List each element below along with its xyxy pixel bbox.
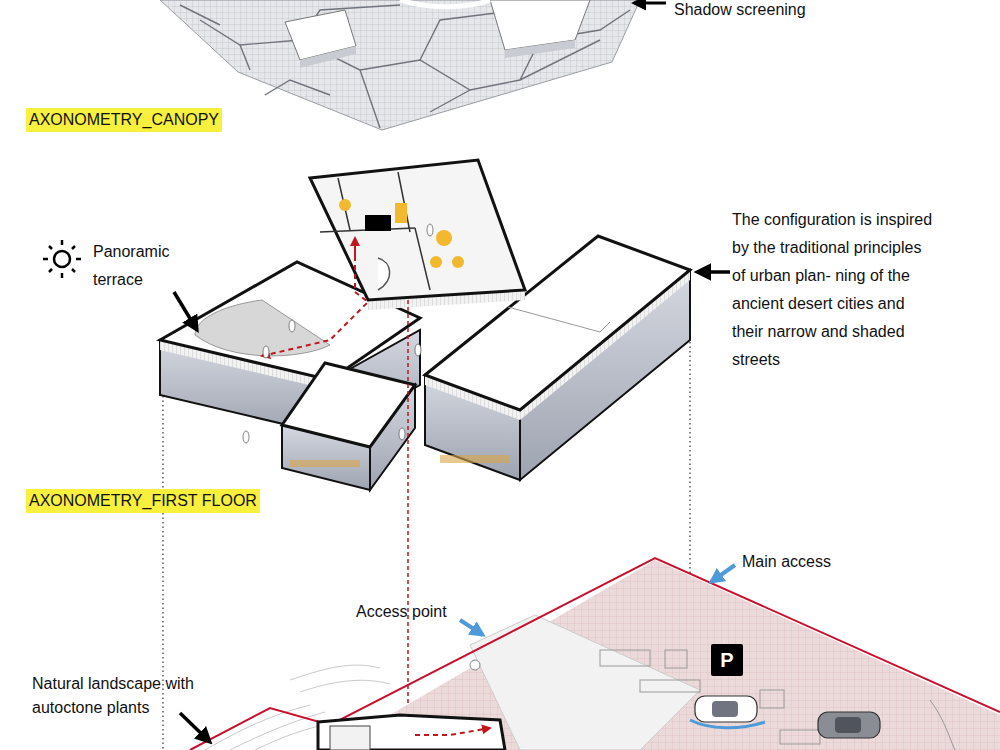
node-text: P xyxy=(720,649,733,672)
section-title-band: AXONOMETRY_FIRST FLOOR xyxy=(26,489,260,513)
section-title-band: AXONOMETRY_CANOPY xyxy=(26,108,222,132)
design-note: The configuration is inspired by the tra… xyxy=(732,206,937,374)
node-text: AXONOMETRY_CANOPY xyxy=(29,111,219,128)
canopy xyxy=(160,0,666,130)
callout-label: Panoramic terrace xyxy=(93,238,188,294)
site-plan xyxy=(180,558,1000,750)
parking-sign: P xyxy=(711,644,743,676)
callout-label: Main access xyxy=(742,548,831,576)
car xyxy=(818,712,880,738)
site-building xyxy=(318,715,505,750)
callout-label: Shadow screening xyxy=(674,0,806,24)
node-text: AXONOMETRY_FIRST FLOOR xyxy=(29,492,257,509)
callout-label: Natural landscape with autoctone plants xyxy=(32,672,217,720)
car xyxy=(690,696,765,728)
first-floor-blocks xyxy=(43,160,730,490)
sun-icon xyxy=(43,240,81,278)
callout-label: Access point xyxy=(356,598,447,626)
